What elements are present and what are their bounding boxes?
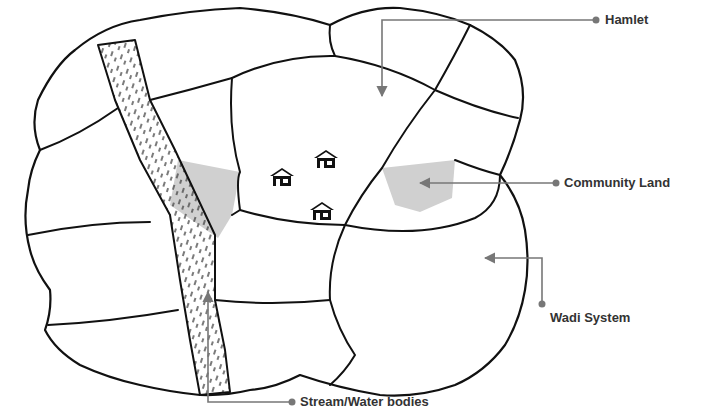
stream bbox=[98, 40, 230, 395]
leader-dots bbox=[289, 17, 600, 406]
community-land-right bbox=[382, 160, 455, 212]
hamlet-label: Hamlet bbox=[605, 12, 648, 28]
wadi-system-label: Wadi System bbox=[550, 310, 630, 326]
leader-lines bbox=[208, 20, 596, 402]
outer-boundary bbox=[25, 8, 527, 396]
house-icons bbox=[270, 150, 338, 220]
community-land-label: Community Land bbox=[564, 175, 670, 191]
stream-label: Stream/Water bodies bbox=[300, 394, 429, 410]
region-boundaries bbox=[28, 25, 518, 385]
